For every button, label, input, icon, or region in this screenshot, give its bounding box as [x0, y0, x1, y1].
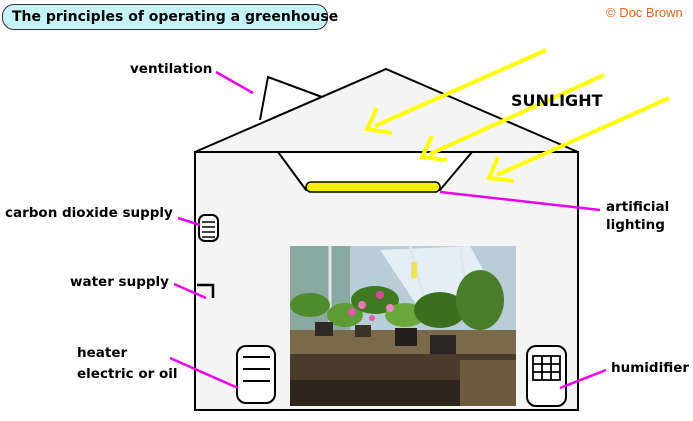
greenhouse-plants-photo	[290, 245, 516, 406]
sun-ray-1	[374, 48, 547, 128]
sunlight-label: SUNLIGHT	[511, 91, 603, 110]
heater-bars	[243, 356, 270, 382]
sun-ray-3-head	[486, 156, 515, 183]
pointer-lines	[169, 70, 607, 390]
sun-ray-2	[429, 73, 605, 156]
artificial-lighting-label-line2: lighting	[606, 217, 665, 233]
pointer-ventilation	[215, 70, 254, 95]
humidifier-grid-icon	[526, 345, 567, 407]
sun-ray-3	[496, 96, 670, 177]
sun-ray-1-head	[364, 107, 393, 135]
water-supply-label: water supply	[70, 274, 169, 290]
sun-ray-2-head	[418, 135, 448, 162]
pointer-water	[173, 282, 207, 300]
heater-label-line1: heater	[77, 345, 128, 361]
pointer-humidifier	[559, 368, 607, 390]
diagram-title: The principles of operating a greenhouse	[2, 4, 338, 30]
ventilation-flap	[259, 75, 323, 121]
co2-vent-slats	[202, 221, 215, 238]
artificial-lamp	[305, 181, 441, 193]
pointer-heater	[169, 356, 239, 390]
lamp-shade	[276, 151, 475, 191]
pointer-artificial	[439, 190, 601, 212]
sunlight-rays	[364, 48, 670, 183]
greenhouse-roof	[194, 67, 579, 153]
pointer-co2	[177, 216, 201, 227]
humidifier-label: humidifier	[611, 360, 690, 376]
humidifier-grid	[532, 355, 561, 381]
ventilation-label: ventilation	[130, 61, 213, 77]
credit-text: © Doc Brown	[606, 5, 683, 20]
co2-supply-label: carbon dioxide supply	[5, 205, 173, 221]
artificial-lighting-label-line1: artificial	[606, 199, 670, 215]
heater-label-line2: electric or oil	[77, 366, 178, 382]
heater-icon	[236, 345, 276, 404]
water-tap-icon	[197, 283, 215, 298]
